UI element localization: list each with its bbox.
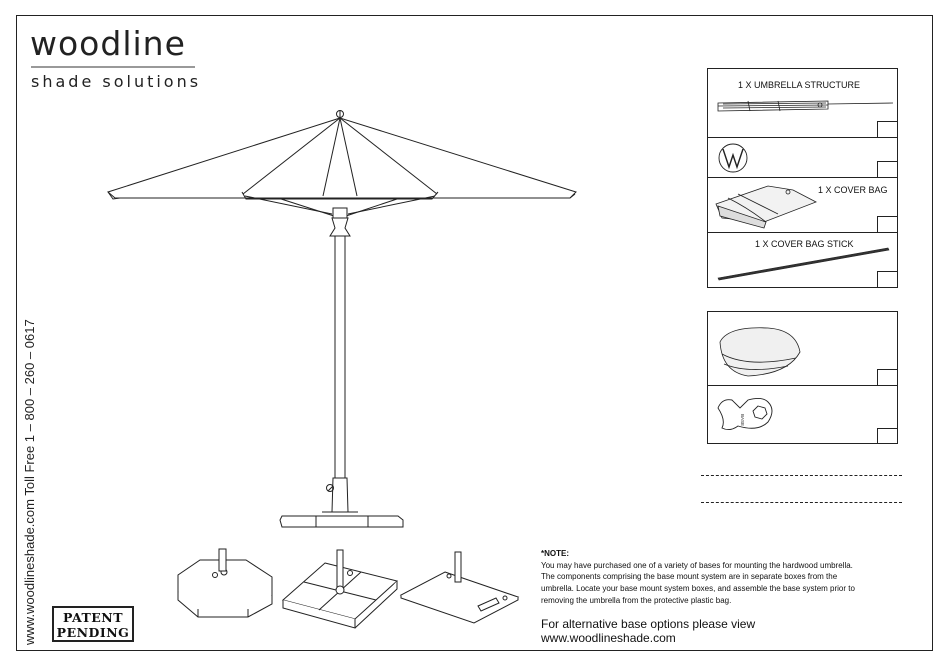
- cover-bag-icon: [715, 185, 817, 229]
- brand-divider: [31, 66, 195, 68]
- protective-bag-icon: [719, 327, 801, 377]
- part-label: 1 X COVER BAG STICK: [755, 239, 854, 249]
- part-checkbox[interactable]: [877, 271, 897, 287]
- alt-base-text: For alternative base options please view: [541, 617, 756, 631]
- part-label: 1 X COVER BAG: [818, 185, 888, 195]
- base-wrench-icon: BASE: [717, 397, 773, 431]
- part-wrench: BASE: [708, 386, 897, 444]
- part-label: 1 X UMBRELLA STRUCTURE: [738, 80, 861, 90]
- parts-checklist: 1 X UMBRELLA STRUCTURE 1 X COVER BAG: [707, 68, 898, 288]
- cover-bag-stick-icon: [717, 247, 890, 281]
- alt-base-url[interactable]: www.woodlineshade.com: [541, 631, 676, 645]
- blank-line-1: [701, 475, 902, 476]
- note-body: You may have purchased one of a variety …: [541, 560, 855, 605]
- brand-logo-name: woodline: [30, 24, 186, 63]
- note-title: *NOTE:: [541, 549, 569, 558]
- part-protective-bag: [708, 312, 897, 386]
- part-umbrella-structure: 1 X UMBRELLA STRUCTURE: [708, 69, 897, 138]
- page-frame: [16, 15, 933, 651]
- part-cover-bag-stick: 1 X COVER BAG STICK: [708, 233, 897, 287]
- part-checkbox[interactable]: [877, 121, 897, 137]
- patent-pending-stamp: PATENT PENDING: [52, 606, 134, 642]
- parts-checklist-extra: BASE: [707, 311, 898, 444]
- umbrella-structure-icon: [717, 100, 894, 112]
- alternative-base-info: For alternative base options please view…: [541, 617, 755, 645]
- patent-line-1: PATENT: [62, 610, 124, 625]
- part-checkbox[interactable]: [877, 161, 897, 177]
- woodline-w-logo-icon: [718, 143, 748, 173]
- part-checkbox[interactable]: [877, 428, 897, 444]
- part-cover-bag: 1 X COVER BAG: [708, 178, 897, 233]
- blank-line-2: [701, 502, 902, 503]
- svg-text:BASE: BASE: [740, 414, 745, 426]
- four-slab-base-icon: [281, 549, 399, 629]
- part-checkbox[interactable]: [877, 216, 897, 232]
- part-checkbox[interactable]: [877, 369, 897, 385]
- part-w-logo: [708, 138, 897, 178]
- octagon-base-icon: [177, 548, 273, 618]
- patent-line-2: PENDING: [56, 625, 130, 640]
- flat-plate-base-icon: [399, 551, 520, 624]
- base-note: *NOTE: You may have purchased one of a v…: [541, 548, 861, 607]
- brand-tagline: shade solutions: [31, 72, 202, 91]
